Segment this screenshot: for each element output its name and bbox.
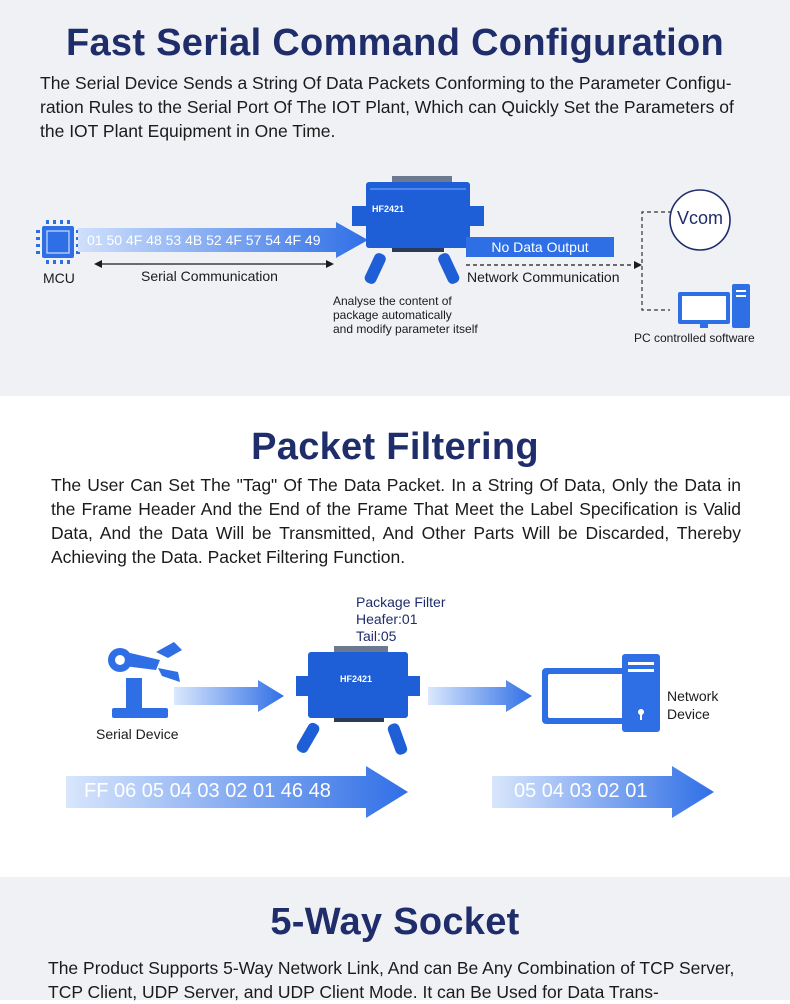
robot-arm-icon bbox=[108, 642, 182, 718]
branch-connector bbox=[641, 211, 672, 311]
output-stream-arrow bbox=[492, 766, 714, 818]
data-stream-arrow bbox=[78, 222, 368, 258]
input-stream-arrow bbox=[66, 766, 408, 818]
device-to-network-arrow bbox=[428, 680, 532, 712]
analyse-note-line-3: and modify parameter itself bbox=[333, 322, 478, 336]
package-filter-header: Heafer:01 bbox=[356, 611, 418, 627]
mcu-chip-icon bbox=[36, 220, 80, 264]
no-data-output-badge: No Data Output bbox=[466, 237, 614, 257]
network-device-label-line-1: Network bbox=[667, 688, 719, 704]
mcu-label: MCU bbox=[43, 270, 75, 286]
output-stream-text: 05 04 03 02 01 bbox=[514, 780, 648, 802]
section-title-5-way-socket: 5-Way Socket bbox=[270, 901, 520, 943]
serial-device-label: Serial Device bbox=[96, 726, 179, 742]
section-packet-filtering: Packet Filtering The User Can Set The "T… bbox=[0, 396, 790, 877]
analyse-note-line-1: Analyse the content of bbox=[333, 294, 452, 308]
package-filter-title: Package Filter bbox=[356, 594, 446, 610]
section-serial-command: Fast Serial Command Configuration The Se… bbox=[0, 0, 790, 396]
section-description-5-way-socket: The Product Supports 5-Way Network Link,… bbox=[48, 958, 735, 1002]
device-model-label: HF2421 bbox=[372, 204, 405, 214]
section-description-packet-filtering: The User Can Set The "Tag" Of The Data P… bbox=[51, 475, 741, 567]
no-data-output-text: No Data Output bbox=[491, 239, 589, 255]
section-5-way-socket: 5-Way Socket The Product Supports 5-Way … bbox=[0, 877, 790, 1002]
hf2421-device-icon bbox=[352, 176, 484, 284]
pc-computer-icon bbox=[678, 284, 750, 328]
serial-comm-double-arrow bbox=[94, 260, 334, 268]
serial-comm-label: Serial Communication bbox=[141, 268, 278, 284]
network-device-computer-icon bbox=[542, 654, 660, 732]
analyse-note-line-2: package automatically bbox=[333, 308, 452, 322]
package-filter-tail: Tail:05 bbox=[356, 628, 397, 644]
section-description-serial-command: The Serial Device Sends a String Of Data… bbox=[40, 73, 734, 141]
device-model-label-filter: HF2421 bbox=[340, 674, 373, 684]
pc-software-label: PC controlled software bbox=[634, 331, 755, 345]
input-stream-text: FF 06 05 04 03 02 01 46 48 bbox=[84, 780, 331, 802]
network-comm-arrow bbox=[466, 261, 642, 269]
vcom-label: Vcom bbox=[676, 208, 723, 228]
section-title-serial-command: Fast Serial Command Configuration bbox=[65, 22, 725, 64]
vcom-circle-icon bbox=[669, 189, 731, 251]
hf2421-device-icon-filter bbox=[296, 646, 420, 755]
network-comm-label: Network Communication bbox=[467, 269, 620, 285]
robot-to-device-arrow bbox=[174, 680, 284, 712]
network-device-label-line-2: Device bbox=[667, 706, 710, 722]
section-title-packet-filtering: Packet Filtering bbox=[251, 426, 539, 468]
data-stream-text: 01 50 4F 48 53 4B 52 4F 57 54 4F 49 bbox=[87, 232, 321, 248]
